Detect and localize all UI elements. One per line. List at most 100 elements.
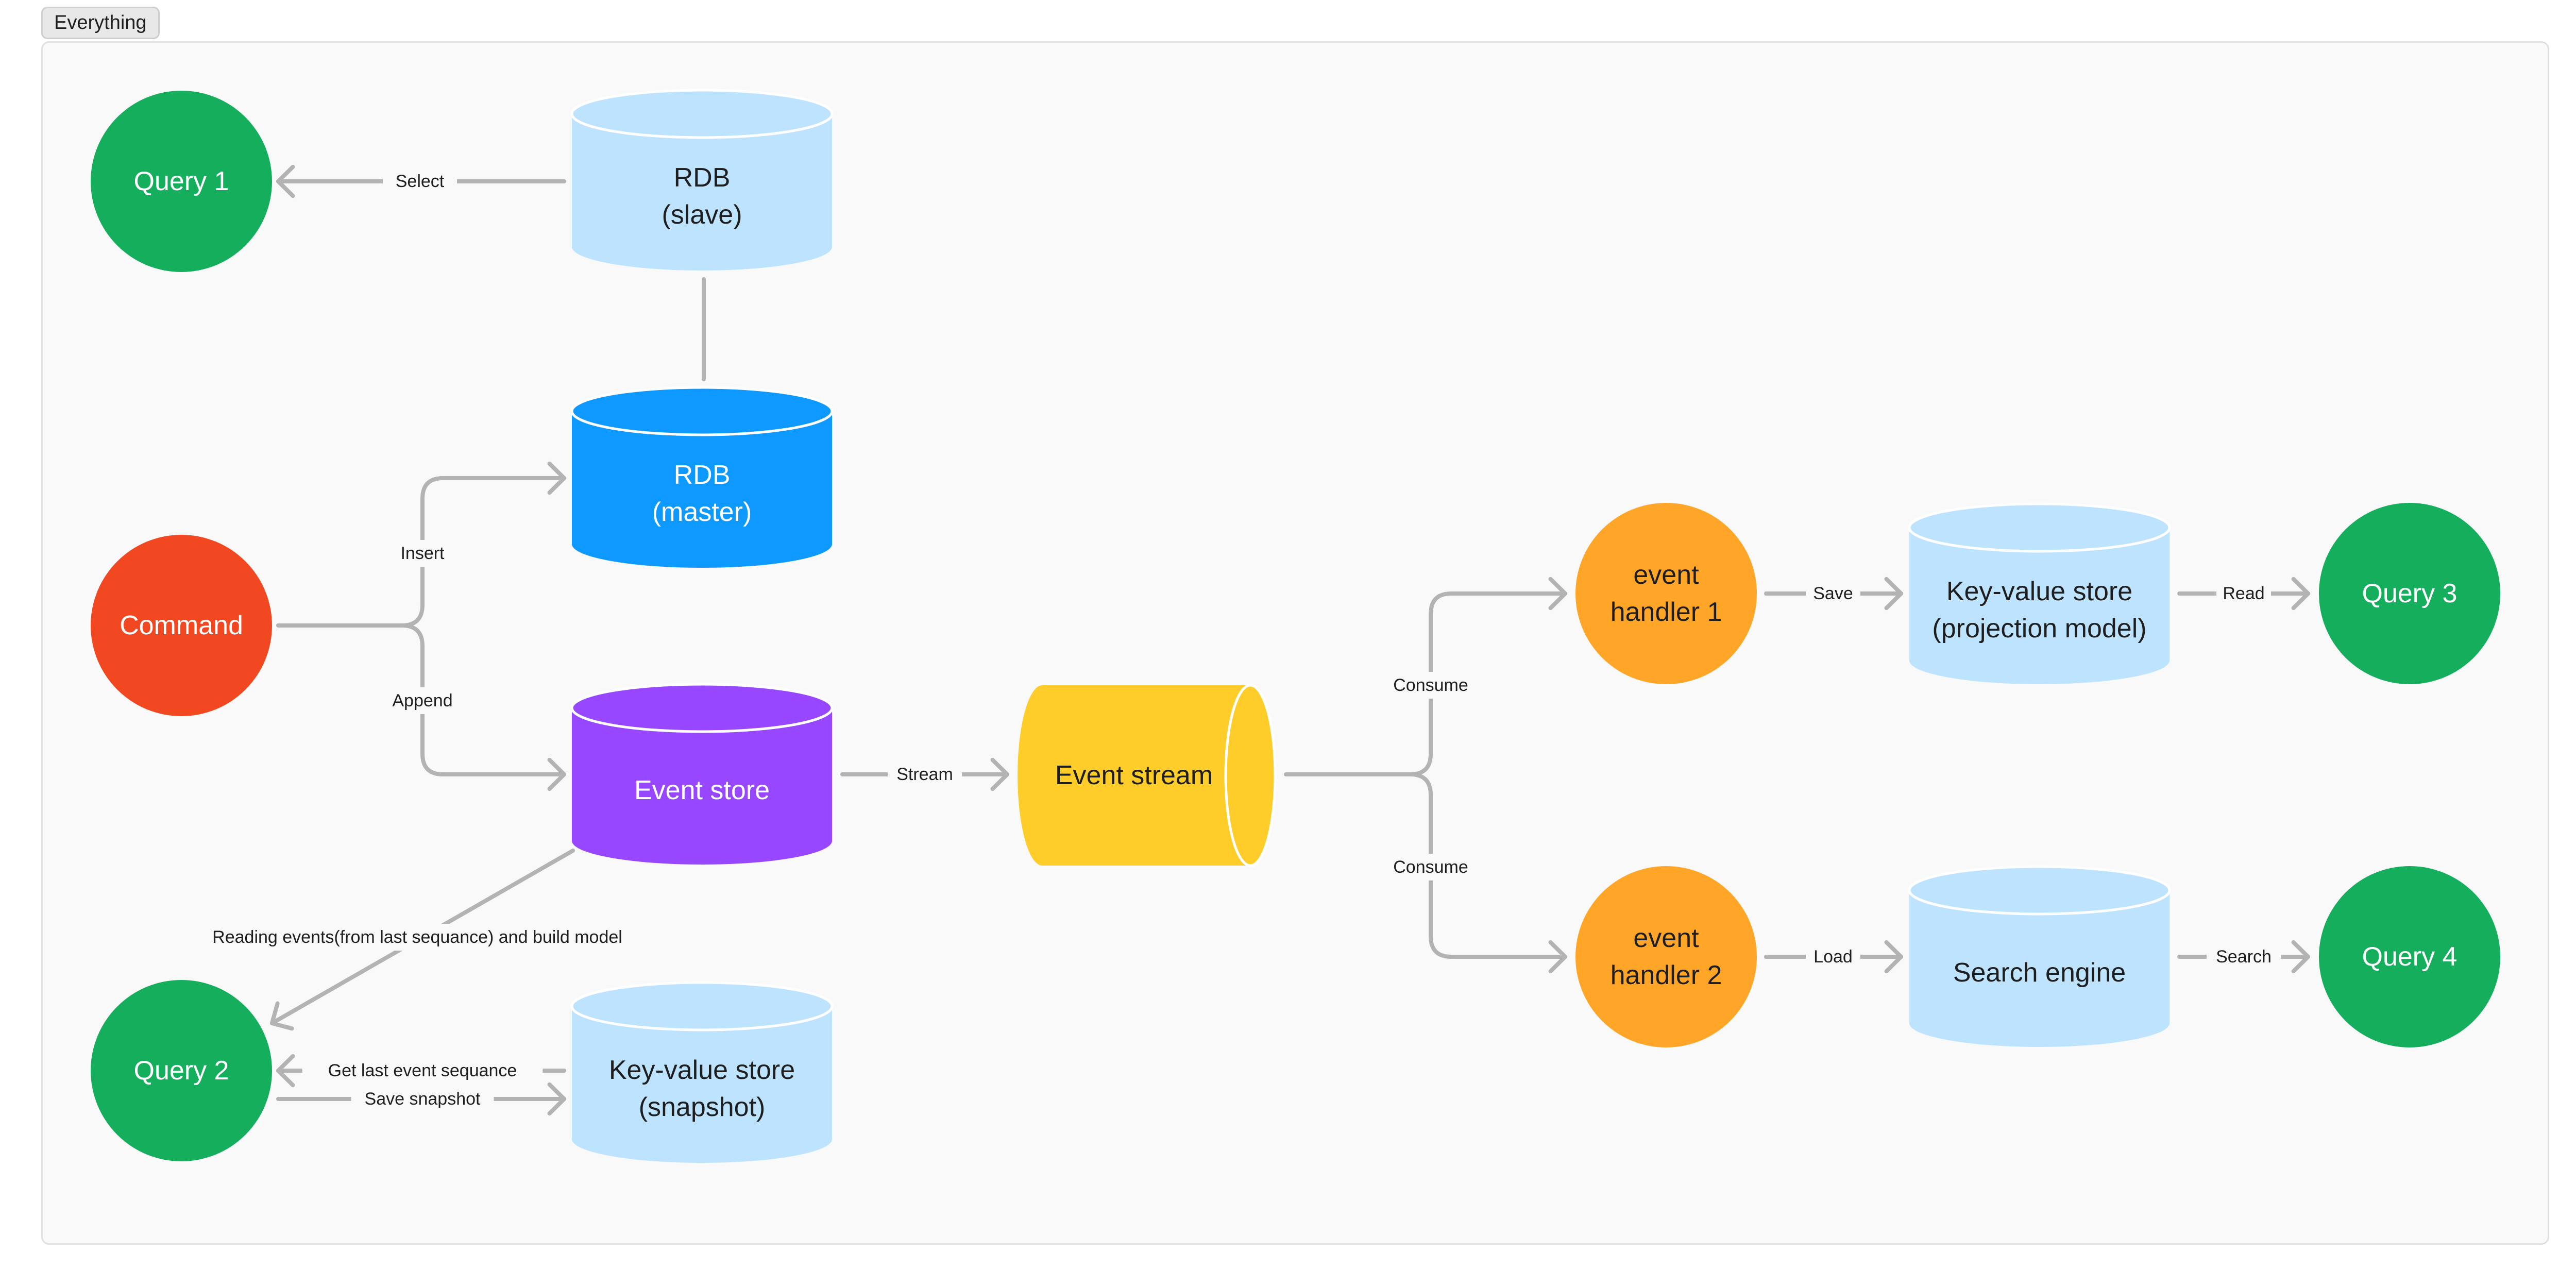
arrowhead-icon	[1548, 940, 1567, 974]
edge-reading[interactable]: Reading events(from last sequance) and b…	[165, 849, 670, 1031]
edge-read[interactable]: Read	[2177, 577, 2310, 611]
node-label: (projection model)	[1932, 614, 2146, 644]
edge-label: Save	[1813, 584, 1853, 603]
edge-label-background	[1806, 580, 1860, 607]
node-query3[interactable]: Query 3	[2319, 503, 2500, 684]
node-label: handler 1	[1611, 597, 1722, 627]
node-label: (master)	[652, 497, 752, 527]
arrowhead-icon	[2291, 940, 2310, 974]
node-query1[interactable]: Query 1	[91, 91, 272, 272]
edge-label-background	[165, 924, 670, 951]
circle-shape	[2319, 866, 2500, 1047]
edge-label-background	[1806, 943, 1860, 970]
cylinder-top	[570, 386, 834, 436]
circle-shape	[91, 91, 272, 272]
cylinder-body	[1909, 890, 2170, 1047]
edge-label-background	[2216, 580, 2271, 607]
arrowhead-icon	[1548, 577, 1567, 611]
cylinder-body	[572, 114, 832, 270]
node-kv-projection[interactable]: Key-value store (projection model)	[1908, 502, 2171, 684]
edge-select[interactable]: Select	[276, 164, 566, 198]
edge-label: Get last event sequance	[328, 1061, 517, 1080]
cylinder-body	[572, 708, 832, 865]
node-event-store[interactable]: Event store	[570, 683, 834, 865]
node-label: handler 2	[1611, 960, 1722, 990]
node-label: Query 4	[2362, 942, 2458, 972]
edge-insert[interactable]: Insert	[276, 461, 566, 628]
node-query2[interactable]: Query 2	[91, 980, 272, 1161]
arrowhead-icon	[2291, 577, 2310, 611]
node-handler2[interactable]: event handler 2	[1575, 866, 1757, 1047]
cylinder-body	[1909, 528, 2170, 684]
arrowhead-icon	[276, 164, 295, 198]
node-label: Search engine	[1953, 958, 2126, 988]
edge-save[interactable]: Save	[1764, 577, 1903, 611]
node-kv-snapshot[interactable]: Key-value store (snapshot)	[570, 981, 834, 1163]
node-label: Key-value store	[609, 1055, 795, 1085]
cylinder-body	[572, 1006, 832, 1163]
circle-shape	[2319, 503, 2500, 684]
arrowhead-icon	[990, 757, 1009, 791]
edge-label: Consume	[1393, 675, 1468, 695]
cylinder-body	[572, 411, 832, 568]
node-command[interactable]: Command	[91, 535, 272, 716]
node-rdb-slave[interactable]: RDB (slave)	[570, 89, 834, 270]
circle-shape	[1575, 866, 1757, 1047]
node-label: RDB	[674, 163, 731, 193]
edge-consume2[interactable]: Consume	[1388, 772, 1567, 974]
cylinder-top	[1908, 502, 2171, 553]
edge-stream[interactable]: Stream	[840, 757, 1009, 791]
edge-label: Load	[1814, 947, 1853, 967]
node-rdb-master[interactable]: RDB (master)	[570, 386, 834, 568]
cylinder-top	[570, 683, 834, 733]
node-label: Event store	[634, 775, 770, 805]
cylinder-body	[1018, 685, 1250, 866]
node-search-engine[interactable]: Search engine	[1908, 865, 2171, 1047]
node-label: (slave)	[662, 200, 742, 230]
cylinder-top	[570, 981, 834, 1031]
edge-label: Consume	[1393, 857, 1468, 877]
node-label: Command	[120, 611, 243, 640]
node-label: Key-value store	[1946, 577, 2132, 606]
node-label: RDB	[674, 460, 731, 490]
circle-shape	[1575, 503, 1757, 684]
edge-label: Reading events(from last sequance) and b…	[212, 927, 622, 947]
edge-append[interactable]: Append	[385, 623, 566, 791]
edge-label: Save snapshot	[365, 1089, 481, 1109]
edge-load[interactable]: Load	[1764, 940, 1903, 974]
edge-line	[1408, 772, 1567, 959]
node-event-stream[interactable]: Event stream	[1018, 684, 1277, 867]
edge-label: Read	[2223, 584, 2264, 603]
node-label: Query 1	[134, 166, 229, 196]
edge-label-background	[888, 761, 962, 788]
arrowhead-icon	[547, 1082, 566, 1116]
circle-shape	[91, 980, 272, 1161]
edge-search[interactable]: Search	[2177, 940, 2310, 974]
edge-label: Stream	[896, 765, 953, 784]
node-query4[interactable]: Query 4	[2319, 866, 2500, 1047]
edge-label: Select	[396, 172, 445, 191]
edge-label-background	[383, 168, 457, 195]
edge-label-background	[385, 540, 460, 567]
edge-label-background	[302, 1057, 543, 1084]
arrowhead-icon	[276, 1054, 295, 1088]
node-label: event	[1633, 923, 1699, 953]
edge-save-snapshot[interactable]: Save snapshot	[276, 1082, 566, 1116]
node-label: Query 2	[134, 1056, 229, 1086]
arrowhead-icon	[547, 461, 566, 495]
cylinder-cap	[1224, 684, 1277, 867]
edge-label-background	[1388, 672, 1473, 699]
edge-label-background	[385, 687, 460, 714]
edge-label: Search	[2216, 947, 2272, 967]
circle-shape	[91, 535, 272, 716]
arrowhead-icon	[270, 1001, 294, 1031]
edge-get-last[interactable]: Get last event sequance	[276, 1054, 566, 1088]
node-label: (snapshot)	[639, 1092, 766, 1122]
node-label: Query 3	[2362, 579, 2458, 608]
edge-label-background	[2207, 943, 2281, 970]
edge-label: Append	[392, 691, 452, 710]
edge-consume1[interactable]: Consume	[1284, 577, 1567, 776]
frame-label[interactable]: Everything	[41, 7, 160, 39]
